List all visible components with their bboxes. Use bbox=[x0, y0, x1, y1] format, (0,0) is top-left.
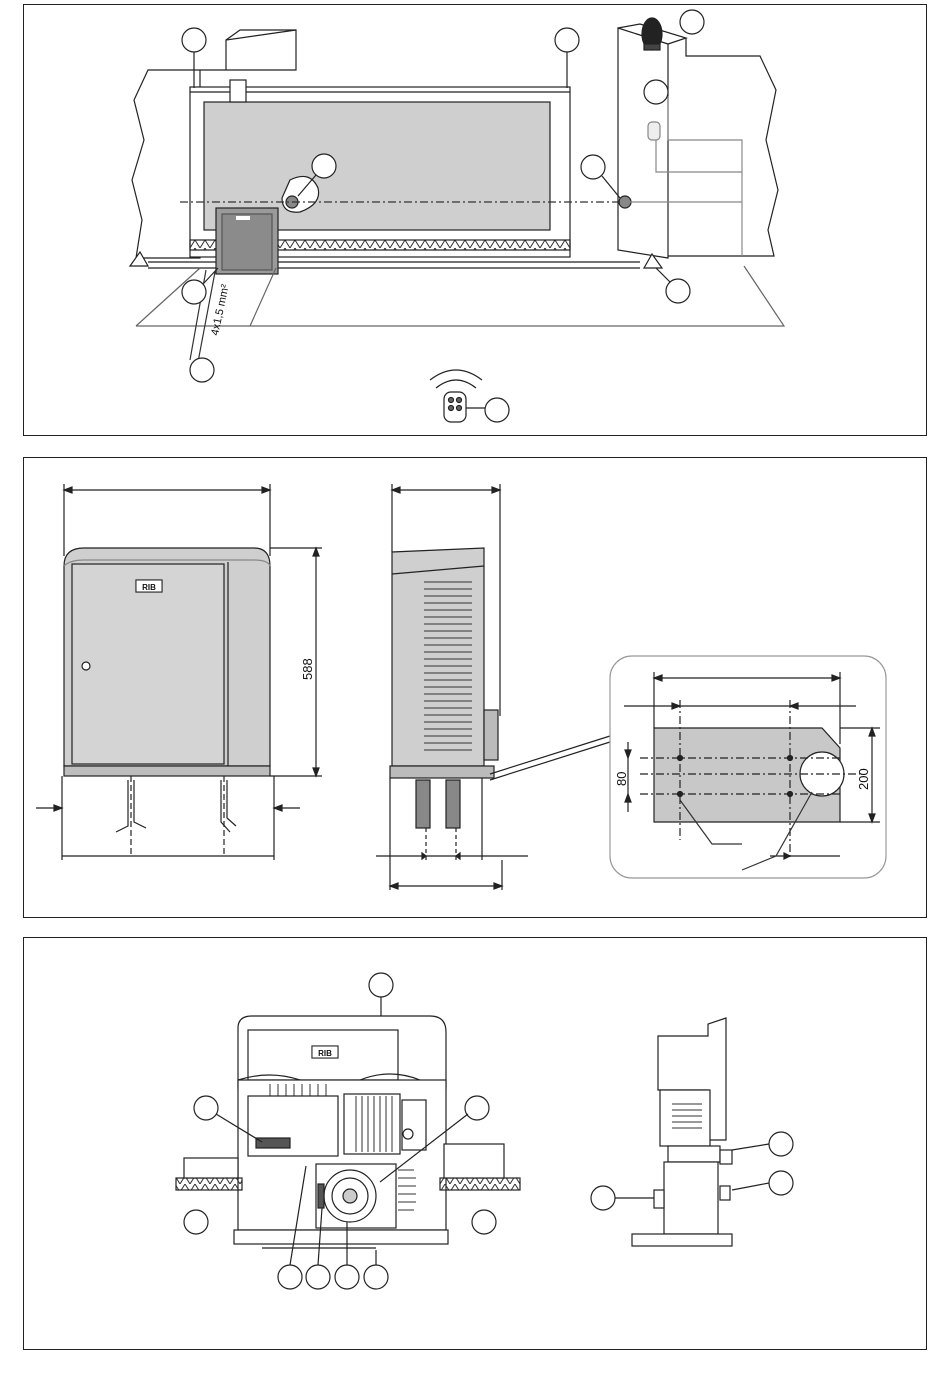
gate-motor-icon bbox=[216, 208, 278, 274]
right-wall bbox=[668, 38, 778, 256]
internal-logo-text: RIB bbox=[318, 1049, 332, 1058]
plate-width-label: 200 bbox=[856, 768, 871, 790]
height-dimension-label: 588 bbox=[300, 658, 315, 680]
lock-icon bbox=[82, 662, 90, 670]
front-logo-text: RIB bbox=[142, 583, 156, 592]
cable-label: 4x1,5 mm² bbox=[209, 283, 232, 337]
internal-front-view bbox=[176, 973, 520, 1289]
base-plate-detail bbox=[610, 656, 886, 878]
front-view-dimensions bbox=[36, 484, 322, 860]
flashing-lamp-icon bbox=[642, 18, 662, 50]
right-pillar bbox=[618, 28, 668, 258]
side-view-dimensions bbox=[376, 484, 610, 890]
internal-side-view bbox=[591, 1018, 793, 1246]
installation-overview bbox=[130, 10, 784, 422]
plate-depth-label: 80 bbox=[614, 772, 629, 786]
photocell-pillar-icon bbox=[619, 196, 631, 208]
remote-control-icon bbox=[430, 370, 485, 422]
front-cover bbox=[72, 564, 224, 764]
key-selector-icon bbox=[648, 122, 660, 140]
